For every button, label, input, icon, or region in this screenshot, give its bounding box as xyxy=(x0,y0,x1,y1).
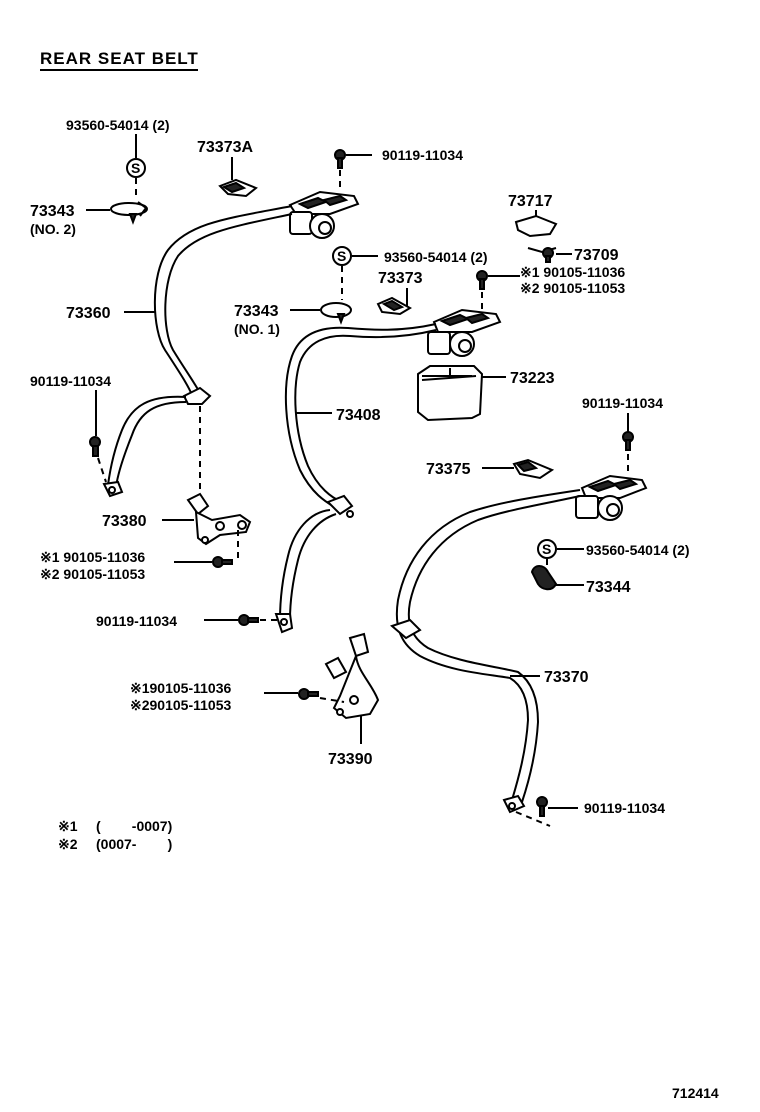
anchor-plate-icon xyxy=(102,480,124,498)
svg-text:S: S xyxy=(131,160,140,176)
belt-guide-no1-icon xyxy=(320,302,352,325)
part-label-73360[interactable]: 73360 xyxy=(66,305,111,322)
leader-line xyxy=(97,457,107,483)
buckle-73390-icon xyxy=(324,632,380,720)
part-label-73370[interactable]: 73370 xyxy=(544,669,589,686)
cover-73373-icon xyxy=(376,296,412,316)
leader-line xyxy=(319,697,345,703)
part-label-73343-sub: (NO. 2) xyxy=(30,221,76,237)
seat-belt-73408 xyxy=(284,323,437,509)
belt-clip-icon xyxy=(390,618,422,640)
part-label-73343[interactable]: 73343 xyxy=(30,203,75,220)
part-label-90105-11036[interactable]: ※1 90105-11036 xyxy=(520,264,625,280)
buckle-73380-icon xyxy=(186,492,252,546)
belt-guide-73344-icon xyxy=(530,565,558,591)
part-label-90119-11034[interactable]: 90119-11034 xyxy=(584,800,665,816)
bolt-icon xyxy=(536,796,548,817)
footnote-range: (0007- ) xyxy=(96,836,172,852)
part-label-73390[interactable]: 73390 xyxy=(328,751,373,768)
part-label-93560-54014[interactable]: 93560-54014 (2) xyxy=(586,542,690,558)
part-label-90119-11034[interactable]: 90119-11034 xyxy=(382,147,463,163)
anchor-plate-icon xyxy=(274,613,294,634)
part-label-73380[interactable]: 73380 xyxy=(102,513,147,530)
footnote-range: ( -0007) xyxy=(96,818,172,834)
belt-guide-no2-icon xyxy=(110,201,148,225)
seat-belt-73360 xyxy=(153,205,293,396)
retractor-icon xyxy=(575,474,648,521)
footnote-2: ※2 (0007- ) xyxy=(58,836,172,852)
part-label-93560-54014[interactable]: 93560-54014 (2) xyxy=(66,117,170,133)
cover-73717-icon xyxy=(514,214,558,238)
retractor-icon xyxy=(427,308,502,357)
svg-text:S: S xyxy=(337,248,346,264)
part-label-90105-11053[interactable]: ※2 90105-11053 xyxy=(40,566,145,582)
retractor-icon xyxy=(288,190,360,239)
belt-clip-icon xyxy=(182,386,212,405)
bolt-icon xyxy=(298,688,319,700)
diagram-title: REAR SEAT BELT xyxy=(40,49,199,68)
part-label-73343[interactable]: 73343 xyxy=(234,303,279,320)
bolt-icon xyxy=(89,436,101,457)
part-label-73343-sub: (NO. 1) xyxy=(234,321,280,337)
bolt-icon xyxy=(334,149,346,169)
svg-text:S: S xyxy=(542,541,551,557)
part-label-90105-11053[interactable]: ※2 90105-11053 xyxy=(520,280,625,296)
clip-73709-icon xyxy=(527,247,557,263)
bolt-icon xyxy=(476,270,488,290)
part-label-73375[interactable]: 73375 xyxy=(426,461,471,478)
part-label-90105-11036[interactable]: ※1 90105-11036 xyxy=(40,549,145,565)
bolt-icon xyxy=(238,614,259,626)
part-label-73408[interactable]: 73408 xyxy=(336,407,381,424)
bolt-icon xyxy=(622,431,634,451)
part-label-73373A[interactable]: 73373A xyxy=(197,139,253,156)
anchor-plate-icon xyxy=(502,794,526,814)
part-label-73344[interactable]: 73344 xyxy=(586,579,631,596)
bolt-icon xyxy=(212,556,233,568)
part-label-90119-11034[interactable]: 90119-11034 xyxy=(96,613,177,629)
illustration-number: 712414 xyxy=(672,1085,719,1101)
footnote-mark: ※2 xyxy=(58,836,78,852)
lap-belt-lower xyxy=(107,395,187,486)
part-label-73223[interactable]: 73223 xyxy=(510,370,555,387)
screw-symbol-icon: S xyxy=(332,246,352,266)
cover-73373A-icon xyxy=(218,178,258,198)
part-label-73709[interactable]: 73709 xyxy=(574,247,619,264)
part-label-93560-54014[interactable]: 93560-54014 (2) xyxy=(384,249,488,265)
box-73223-icon xyxy=(417,365,484,422)
cover-73375-icon xyxy=(512,458,555,480)
belt-clip-icon xyxy=(326,494,354,518)
screw-symbol-icon: S xyxy=(126,158,146,178)
footnote-mark: ※1 xyxy=(58,818,78,834)
screw-symbol-icon: S xyxy=(537,539,557,559)
part-label-73717[interactable]: 73717 xyxy=(508,193,553,210)
part-label-90119-11034[interactable]: 90119-11034 xyxy=(30,373,111,389)
part-label-90105-11036[interactable]: ※190105-11036 xyxy=(130,680,231,696)
footnote-1: ※1 ( -0007) xyxy=(58,818,172,834)
seat-belt-73370 xyxy=(395,489,581,801)
part-label-90105-11053[interactable]: ※290105-11053 xyxy=(130,697,231,713)
part-label-90119-11034[interactable]: 90119-11034 xyxy=(582,395,663,411)
lap-belt-lower xyxy=(279,509,331,621)
part-label-73373[interactable]: 73373 xyxy=(378,270,423,287)
